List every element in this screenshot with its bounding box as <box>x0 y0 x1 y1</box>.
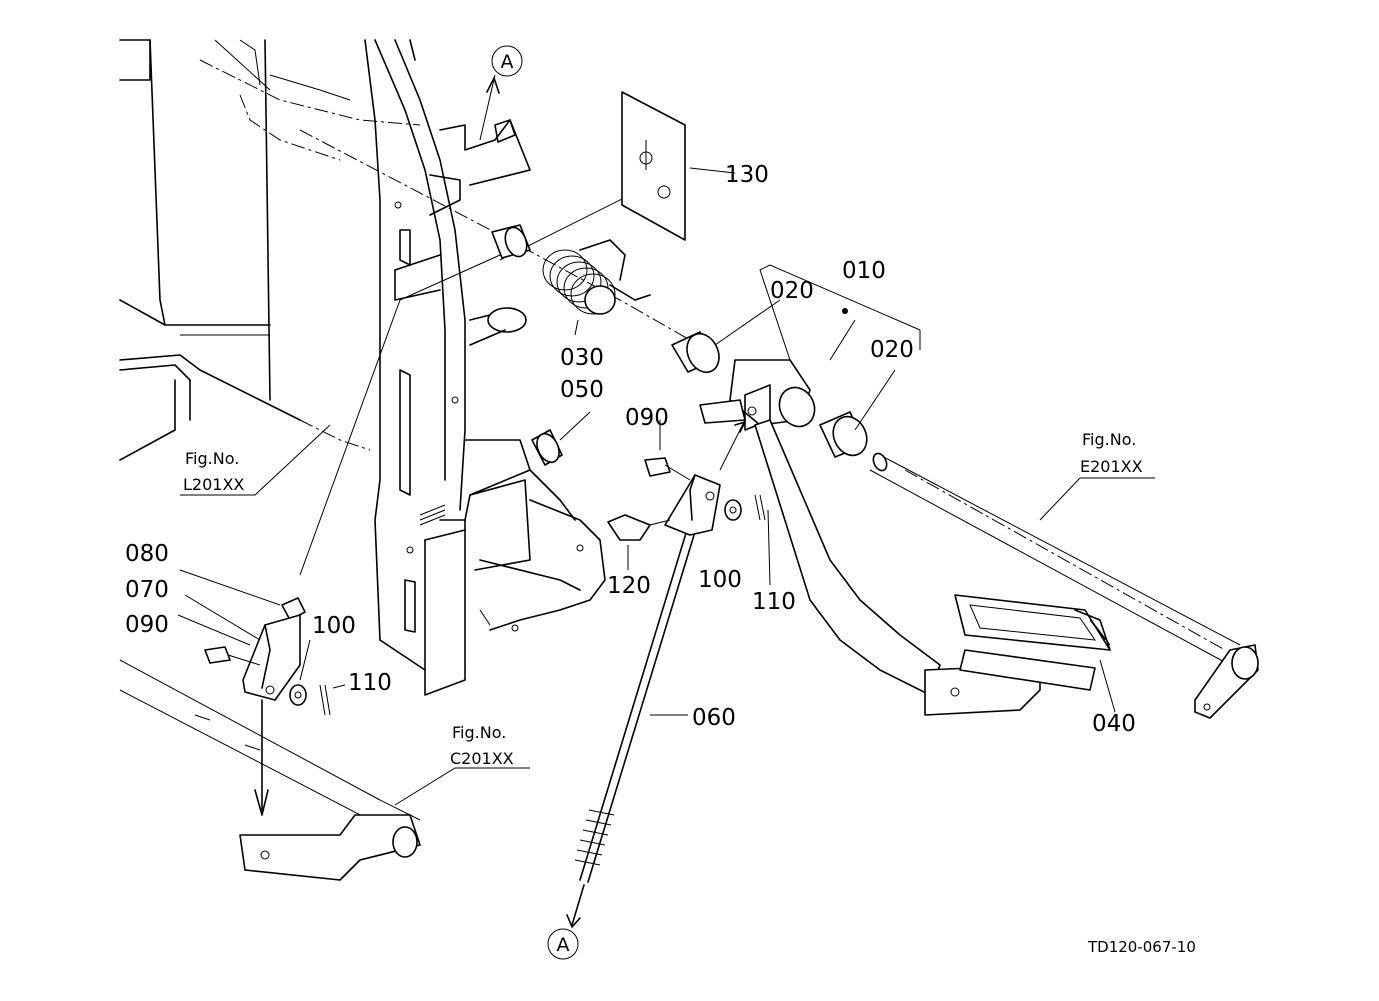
leader-080-bushing <box>299 254 501 576</box>
part-label-050: 050 <box>560 377 604 403</box>
fig-ref-c-label: Fig.No. <box>452 723 506 742</box>
pedal-010 <box>699 264 1041 716</box>
bushing-020b <box>819 369 896 458</box>
part-label-040: 040 <box>1092 711 1136 737</box>
spring-030 <box>542 239 651 336</box>
fig-ref-c-code: C201XX <box>450 749 514 768</box>
part-label-110-upper: 110 <box>752 589 796 615</box>
marker-a-bottom: A <box>547 928 579 960</box>
part-label-110-lower: 110 <box>348 670 392 696</box>
pedal-pad-040 <box>954 594 1116 713</box>
part-label-020-right: 020 <box>870 337 914 363</box>
svg-text:A: A <box>501 51 514 73</box>
drawing-id: TD120-067-10 <box>1087 938 1196 956</box>
lower-frame: Fig.No. C201XX <box>119 659 530 881</box>
part-label-100-lower: 100 <box>312 613 356 639</box>
fig-ref-l-label: Fig.No. <box>185 449 239 468</box>
bushing-020a <box>671 299 781 374</box>
clevis-upper <box>607 419 771 586</box>
marker-a-top: A <box>479 45 523 141</box>
part-label-030: 030 <box>560 345 604 371</box>
fig-ref-l-code: L201XX <box>183 475 244 494</box>
part-label-070: 070 <box>125 577 169 603</box>
part-label-080: 080 <box>125 541 169 567</box>
part-label-010: 010 <box>842 258 886 284</box>
shaft: Fig.No. E201XX <box>869 430 1259 719</box>
part-label-020-left: 020 <box>770 278 814 304</box>
bushing-upper <box>491 224 531 259</box>
bushing-050 <box>531 411 591 466</box>
clevis-lower <box>177 569 346 816</box>
rod-060 <box>566 519 699 928</box>
plate-130 <box>621 91 736 241</box>
fig-ref-e-code: E201XX <box>1080 457 1143 476</box>
svg-text:A: A <box>557 934 570 956</box>
frame-panel <box>119 39 421 461</box>
part-label-060: 060 <box>692 705 736 731</box>
fig-ref-e-label: Fig.No. <box>1082 430 1136 449</box>
part-label-090-upper: 090 <box>625 405 669 431</box>
column-post <box>364 39 606 696</box>
part-label-130: 130 <box>725 162 769 188</box>
axis-line <box>299 129 691 341</box>
part-label-100-upper: 100 <box>698 567 742 593</box>
part-label-090-lower: 090 <box>125 612 169 638</box>
fig-ref-l: Fig.No. L201XX <box>180 424 331 496</box>
part-label-120: 120 <box>607 573 651 599</box>
